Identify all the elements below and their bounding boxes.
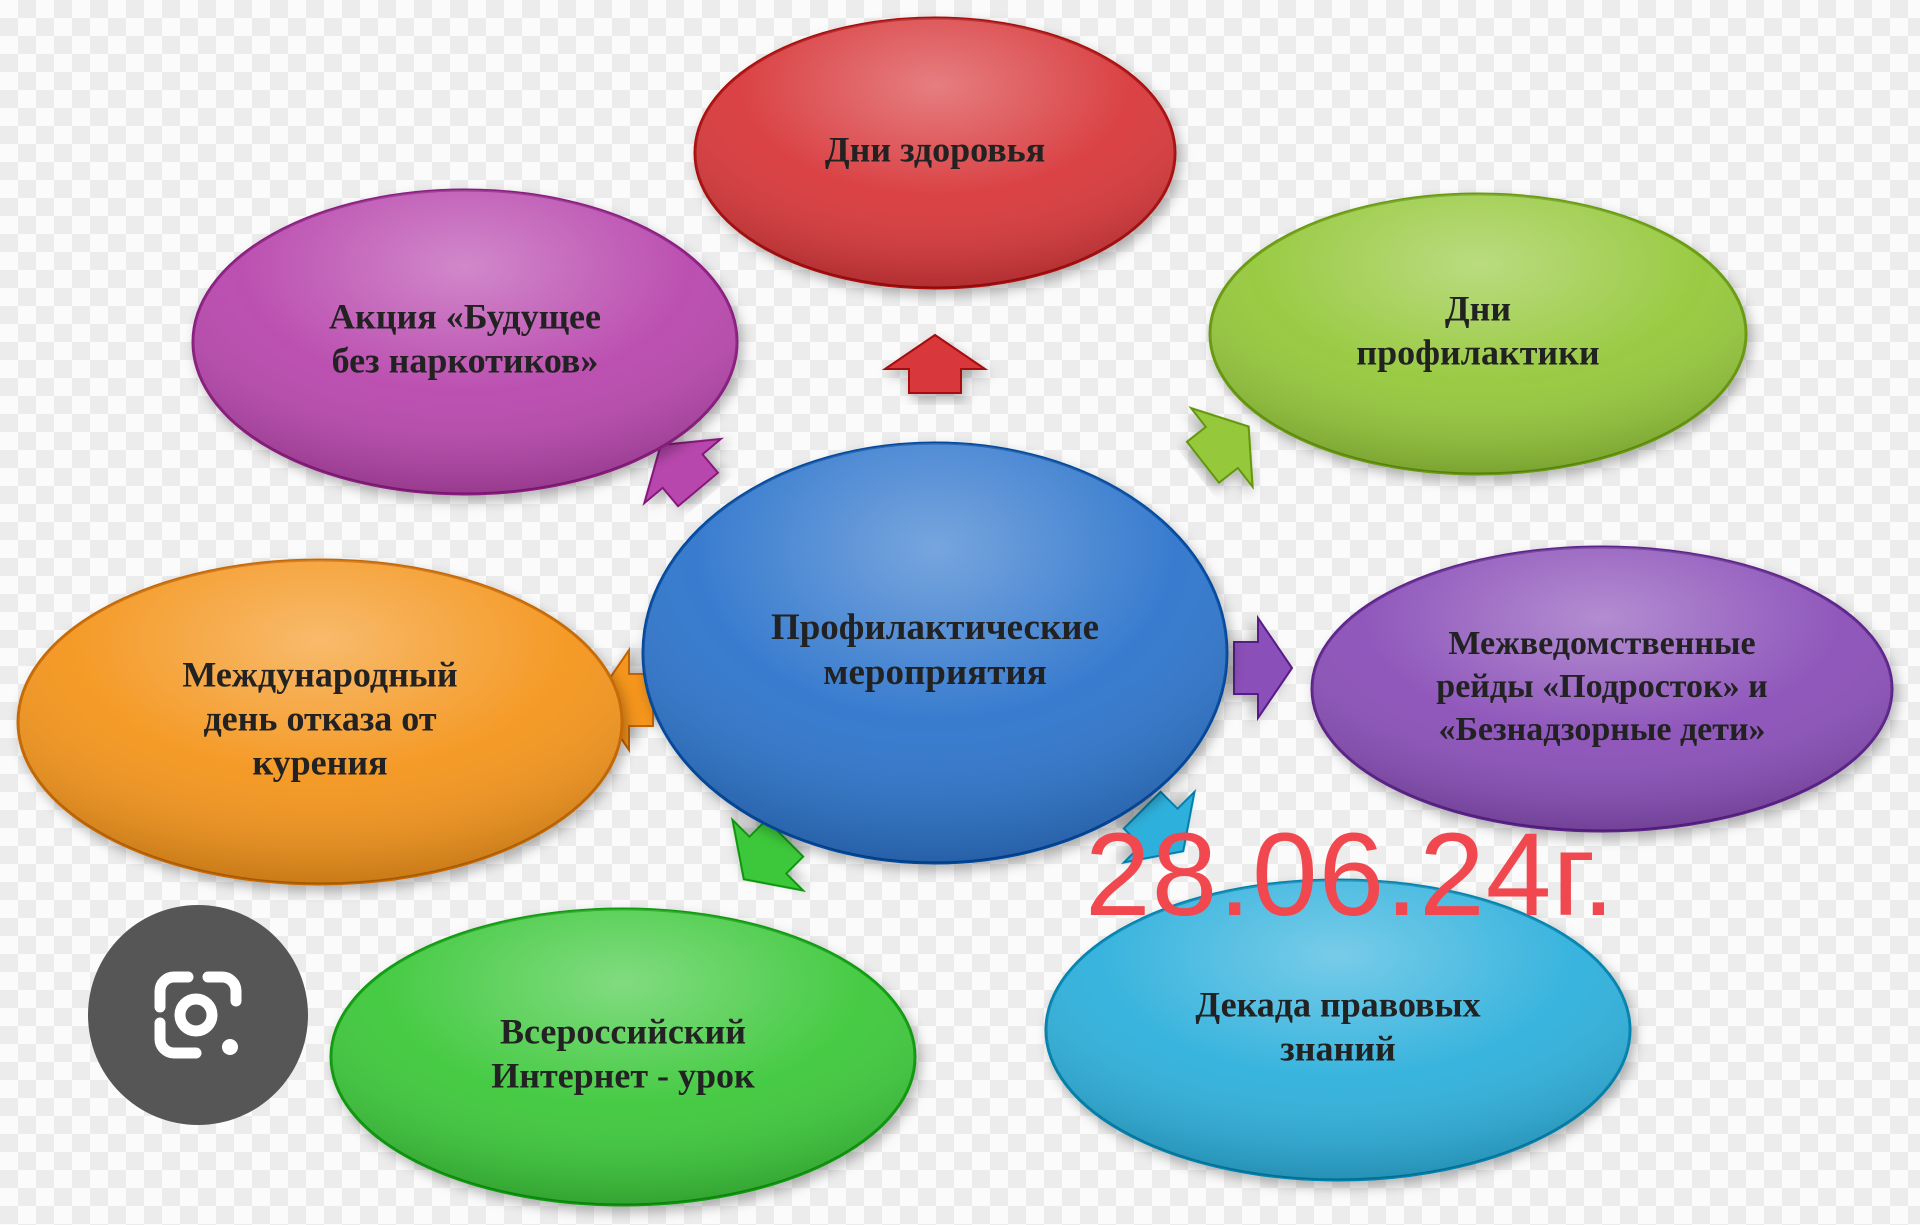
node-health-days-gloss [695,18,1175,288]
node-legal-decade-label-line: Декада правовых [1195,984,1480,1024]
connector-arrow-raids [1233,614,1294,722]
node-raids-label-line: «Безнадзорные дети» [1438,711,1765,748]
diagram-nodes: Дни здоровьяДнипрофилактикиМежведомствен… [16,16,1894,1207]
node-internet-lesson-label-line: Интернет - урок [491,1055,755,1095]
node-legal-decade-gloss [1046,880,1630,1180]
connector-arrow-legal-decade [1120,788,1197,865]
node-no-smoking-day-gloss [18,560,622,884]
node-health-days-label-line: Дни здоровья [825,129,1045,169]
node-internet-lesson-gloss [331,909,915,1205]
lens-button[interactable] [88,905,308,1125]
node-raids: Межведомственные рейды «Подросток» и «Безн… [1310,545,1894,833]
node-no-smoking-day-label-line: курения [252,742,387,782]
node-raids-label-line: Межведомственные [1448,625,1755,662]
node-no-smoking-day-label-line: Международный [182,654,457,694]
node-drug-free-label-line: без наркотиков» [332,340,599,380]
node-no-smoking-day-label-line: день отказа от [203,698,436,738]
connector-arrow-prevention-days [1185,406,1254,491]
center-node-prevention-events-label-line: Профилактические [771,607,1099,648]
node-internet-lesson-label-line: Всероссийский [500,1011,746,1051]
date-stamp: 28.06.24г. [1085,809,1616,941]
node-health-days: Дни здоровья [693,16,1177,290]
node-prevention-days-label-line: Дни [1445,288,1511,328]
connector-arrow-health-days [881,333,989,394]
node-raids-label-line: рейды «Подросток» и [1436,668,1767,705]
center-node-prevention-events-label-line: мероприятия [823,652,1046,693]
node-drug-free-gloss [193,190,737,494]
node-raids-gloss [1312,547,1892,831]
node-prevention-days-gloss [1210,194,1746,474]
node-prevention-days-label-line: профилактики [1356,332,1599,372]
node-legal-decade-label-line: знаний [1280,1028,1395,1068]
connector-arrows [593,333,1294,893]
center-node-prevention-events-gloss [643,443,1227,863]
node-drug-free-label-line: Акция «Будущее [329,296,601,336]
google-lens-camera-icon [154,971,242,1059]
connector-arrow-drug-free [642,437,725,508]
